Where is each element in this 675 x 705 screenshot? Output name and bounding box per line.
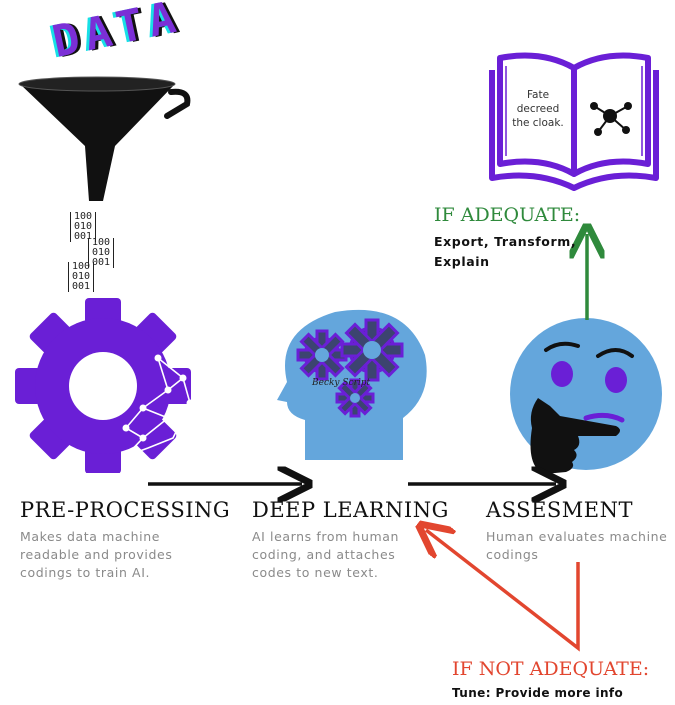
if-not-adequate-heading: IF NOT ADEQUATE: [452,658,650,680]
gear-network-icon [15,298,194,473]
binary-matrix: 100 010 001 [88,238,115,268]
stage-desc-assessment: Human evaluates machine codings [486,529,668,562]
stage-desc-preprocessing: Makes data machine readable and provides… [20,529,173,580]
if-not-adequate-text: Tune: Provide more info [452,686,624,700]
if-adequate-heading: IF ADEQUATE: [434,204,581,226]
arrow-if-not-adequate [426,530,580,652]
brain-label: Becky Script [312,378,371,388]
stage-title-assessment: ASSESMENT [486,498,633,522]
funnel-icon [18,76,191,201]
stage-desc-deep-learning: AI learns from human coding, and attache… [252,529,400,580]
brain-gears-icon [277,309,427,460]
book-icon [489,52,659,191]
book-page-text: Fate decreed the cloak. [512,89,564,129]
stage-title-preprocessing: PRE-PROCESSING [20,498,231,522]
stage-title-deep-learning: DEEP LEARNING [252,498,449,522]
binary-matrix: 100 010 001 [70,212,97,242]
if-adequate-text: Export, Transform, Explain [434,234,577,269]
binary-matrix: 100 010 001 [68,262,95,292]
thinking-face-icon [510,318,662,474]
